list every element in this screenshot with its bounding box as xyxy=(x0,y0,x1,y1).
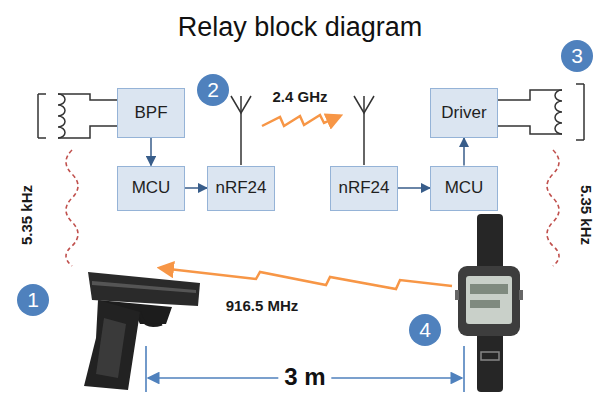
mcu-block: MCU xyxy=(430,166,498,211)
mcu-block: MCU xyxy=(117,166,185,211)
signal-arrow xyxy=(398,187,430,189)
frequency-label: 5.35 kHz xyxy=(578,185,595,245)
frequency-label: 2.4 GHz xyxy=(272,89,327,106)
box-label: nRF24 xyxy=(338,178,389,198)
diagram-title: Relay block diagram xyxy=(0,12,600,43)
frequency-label: 916.5 MHz xyxy=(226,298,299,315)
smart-watch xyxy=(455,214,523,392)
transmit-coil xyxy=(498,84,584,140)
driver-block: Driver xyxy=(430,88,498,138)
callout-number: 4 xyxy=(409,314,441,346)
callout-number: 3 xyxy=(561,40,593,72)
signal-arrow xyxy=(150,138,152,166)
smart-gun xyxy=(84,272,200,390)
antenna xyxy=(231,96,374,165)
frequency-label: 5.35 kHz xyxy=(19,185,36,245)
signal-arrow xyxy=(463,138,465,166)
dimension-line xyxy=(146,346,464,392)
callout-number: 2 xyxy=(197,74,229,106)
box-label: Driver xyxy=(441,103,486,123)
box-label: nRF24 xyxy=(215,178,266,198)
box-label: MCU xyxy=(132,178,171,198)
distance-label: 3 m xyxy=(278,364,331,390)
radio-block: nRF24 xyxy=(207,166,275,211)
pickup-coil xyxy=(38,94,117,138)
filter-block: BPF xyxy=(117,88,185,138)
signal-arrow xyxy=(185,187,207,189)
field-wave xyxy=(547,150,559,266)
radio-link xyxy=(160,268,452,289)
box-label: BPF xyxy=(134,103,167,123)
radio-link xyxy=(262,115,340,126)
field-wave xyxy=(66,150,78,266)
radio-block: nRF24 xyxy=(330,166,398,211)
callout-number: 1 xyxy=(17,284,49,316)
box-label: MCU xyxy=(445,178,484,198)
